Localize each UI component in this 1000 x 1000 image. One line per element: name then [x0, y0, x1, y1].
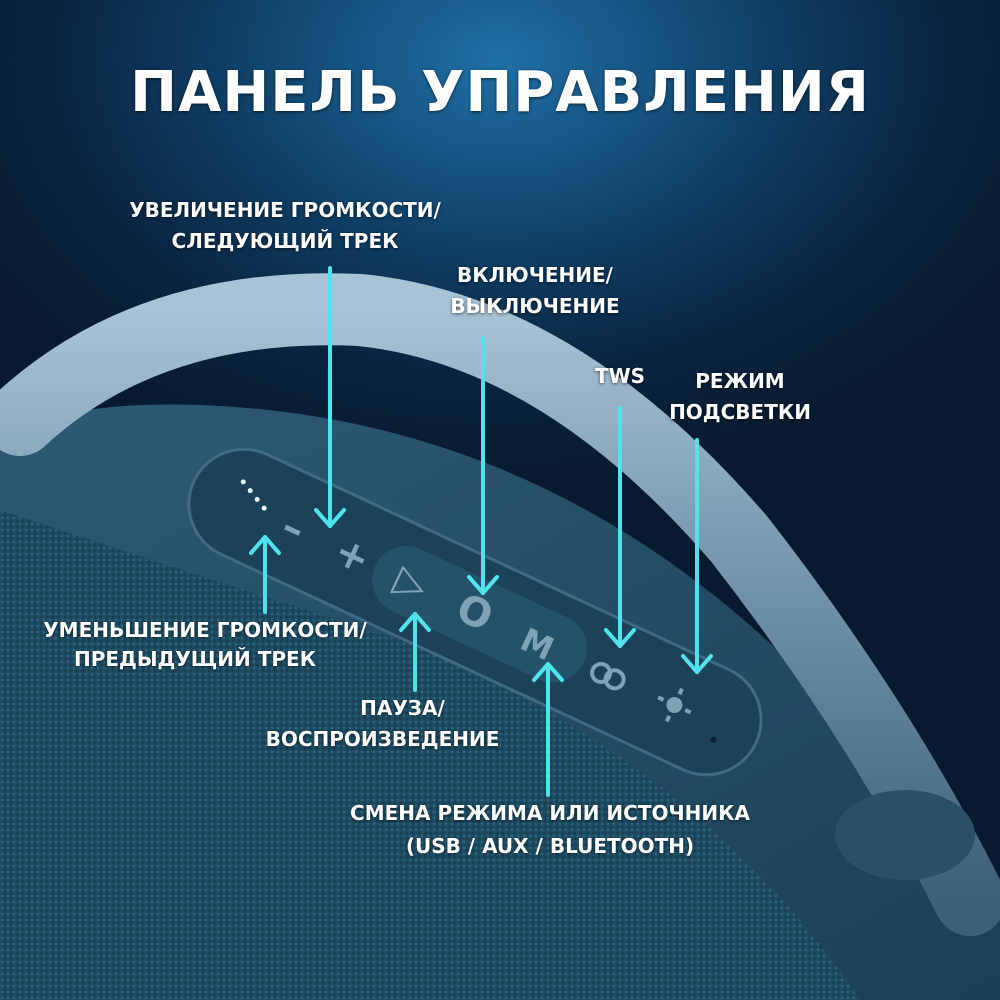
page-title: ПАНЕЛЬ УПРАВЛЕНИЯ: [130, 60, 870, 125]
label-line: СМЕНА РЕЖИМА ИЛИ ИСТОЧНИКА: [350, 801, 750, 825]
speaker-fabric: [0, 510, 860, 1000]
light-button[interactable]: [650, 681, 698, 729]
label-mode: СМЕНА РЕЖИМА ИЛИ ИСТОЧНИКА (USB / AUX / …: [300, 801, 800, 858]
label-power: ВКЛЮЧЕНИЕ/ ВЫКЛЮЧЕНИЕ: [430, 263, 640, 318]
control-panel: – + ▷ O M: [187, 447, 763, 777]
label-line: ПАУЗА/: [360, 696, 445, 720]
arrow-light-mode: [681, 438, 713, 674]
arrow-volume-up: [314, 266, 346, 528]
arrow-play-pause: [399, 612, 431, 692]
tws-button[interactable]: [589, 661, 627, 691]
handle: [0, 273, 1000, 936]
label-line: ВОСПРОИЗВЕДЕНИЕ: [265, 727, 500, 751]
label-volume-up: УВЕЛИЧЕНИЕ ГРОМКОСТИ/ СЛЕДУЮЩИЙ ТРЕК: [95, 198, 475, 253]
label-line: ВЫКЛЮЧЕНИЕ: [450, 294, 620, 318]
label-tws: TWS: [580, 364, 660, 388]
label-line: TWS: [594, 364, 646, 388]
label-line: СЛЕДУЮЩИЙ ТРЕК: [171, 229, 399, 253]
arrow-volume-down: [249, 535, 281, 614]
handle-mount: [835, 790, 975, 880]
label-line: УМЕНЬШЕНИЕ ГРОМКОСТИ/: [43, 618, 367, 642]
label-light-mode: РЕЖИМ ПОДСВЕТКИ: [650, 369, 830, 424]
label-line: (USB / AUX / BLUETOOTH): [405, 834, 695, 858]
label-line: УВЕЛИЧЕНИЕ ГРОМКОСТИ/: [129, 198, 441, 222]
arrow-mode: [532, 662, 564, 797]
label-line: РЕЖИМ: [695, 369, 785, 393]
label-line: ПОДСВЕТКИ: [669, 400, 811, 424]
arrow-power: [467, 336, 499, 595]
label-line: ПРЕДЫДУЩИЙ ТРЕК: [73, 647, 317, 671]
arrow-tws: [604, 406, 636, 648]
label-volume-down: УМЕНЬШЕНИЕ ГРОМКОСТИ/ ПРЕДЫДУЩИЙ ТРЕК: [5, 618, 405, 671]
label-play-pause: ПАУЗА/ ВОСПРОИЗВЕДЕНИЕ: [235, 696, 530, 751]
label-line: ВКЛЮЧЕНИЕ/: [457, 263, 613, 287]
